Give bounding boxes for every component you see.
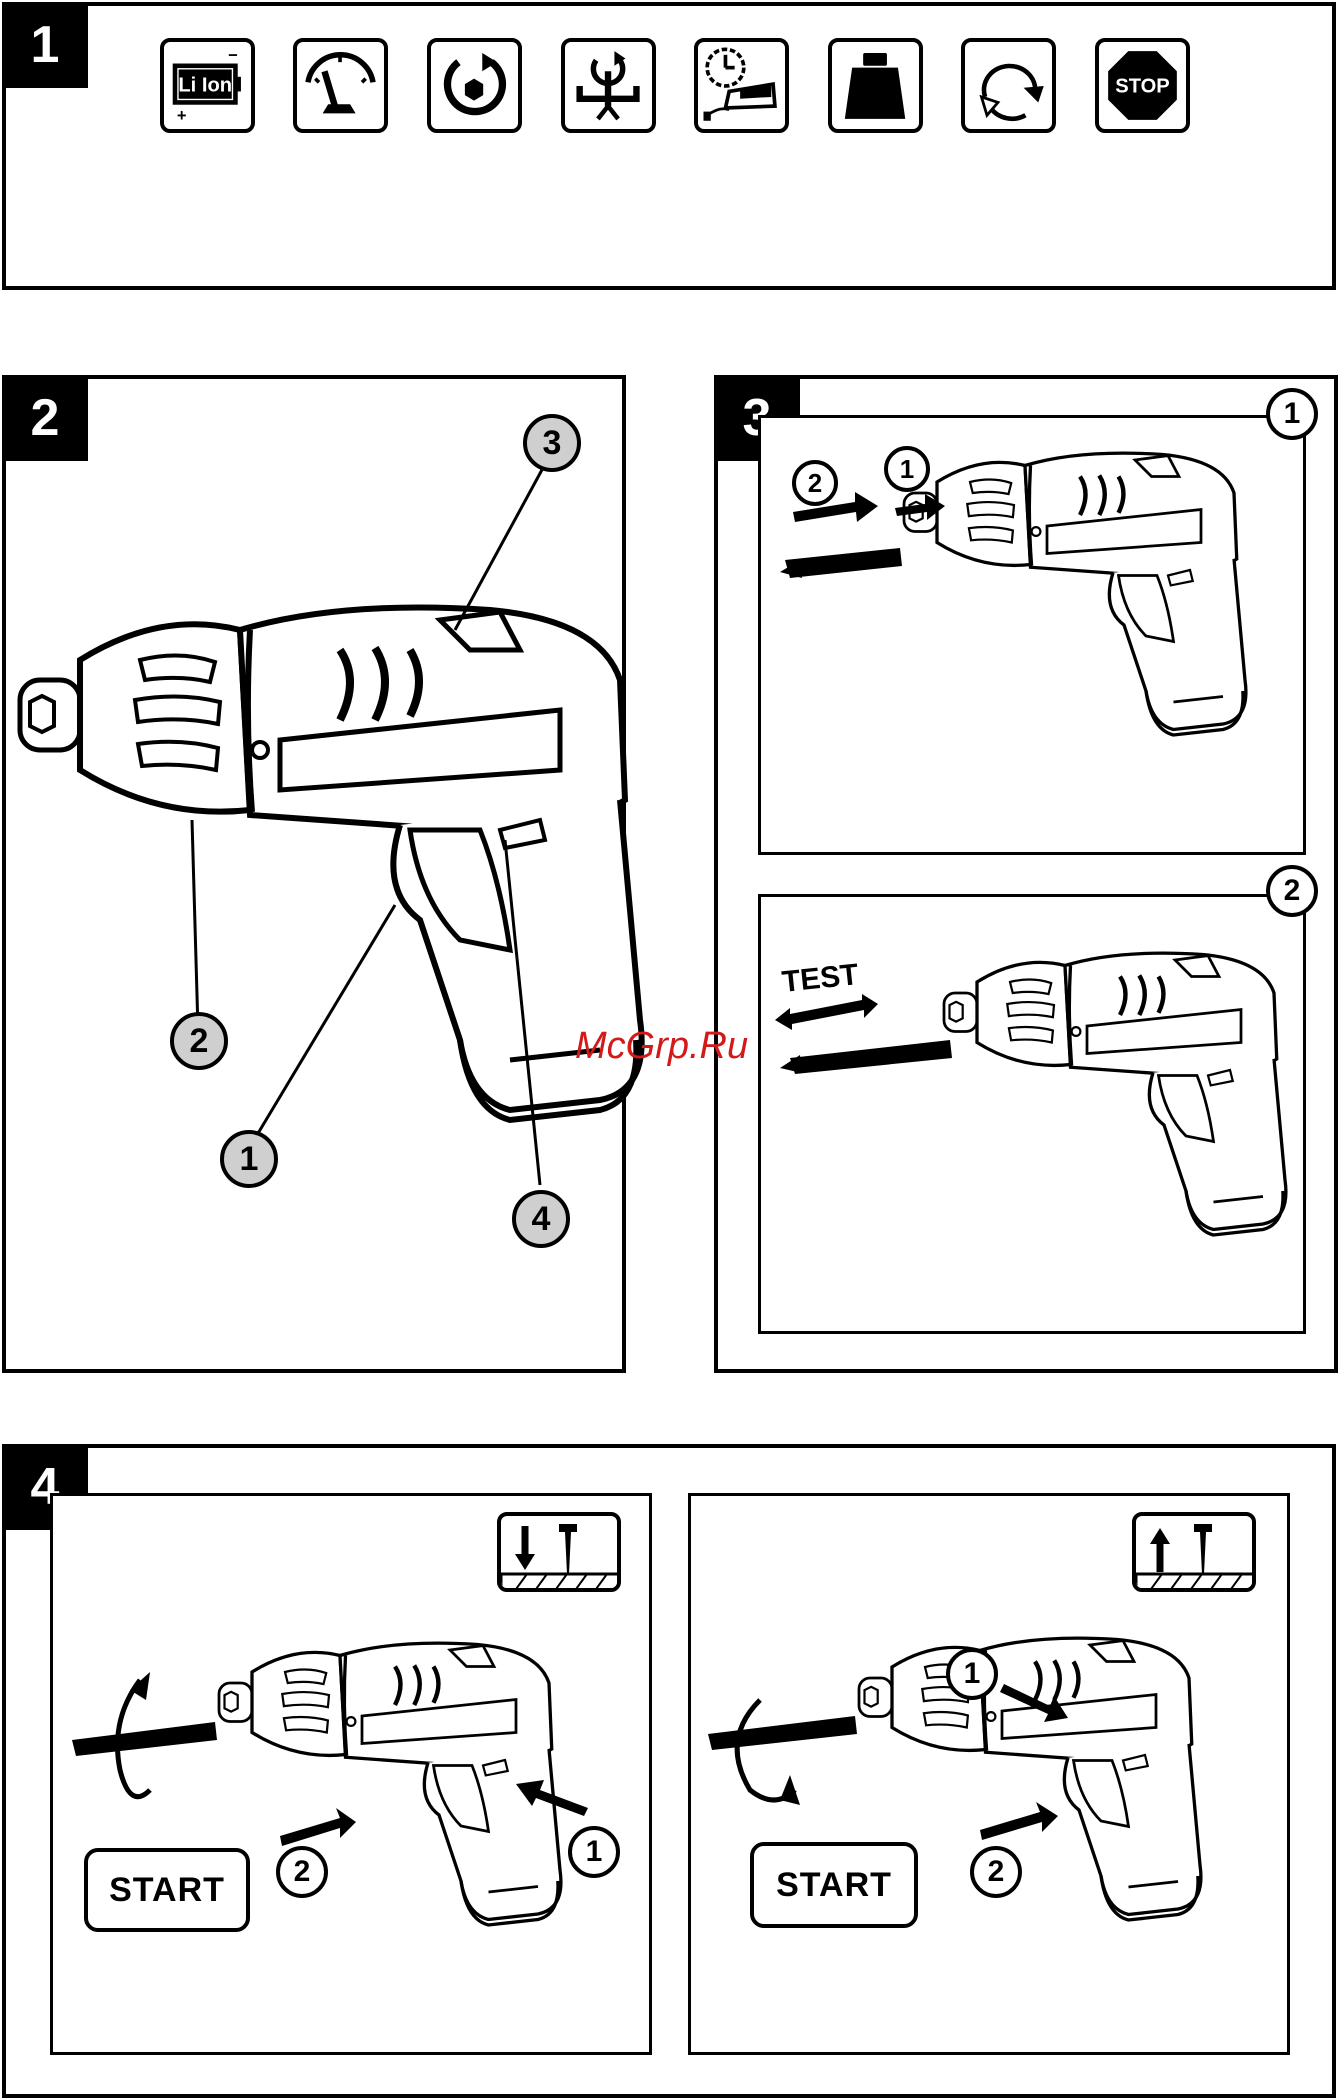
- screwdriver-bit-4: [708, 1716, 857, 1750]
- panel-3-sub-2-number: 2: [1266, 865, 1318, 917]
- screw-in-badge: [497, 1512, 621, 1592]
- panel-2-drill: [20, 608, 642, 1121]
- callout-3: 3: [523, 414, 581, 472]
- callout-4: 4: [512, 1190, 570, 1248]
- leader-line-2: [192, 820, 198, 1030]
- step-1-badge: 1: [884, 446, 930, 492]
- panel-3-sub-1-number: 1: [1266, 388, 1318, 440]
- leader-line-1: [248, 905, 395, 1150]
- test-double-arrow: [775, 994, 878, 1030]
- left-step-2: 2: [276, 1846, 328, 1898]
- arrow-press-right-2: [980, 1802, 1058, 1840]
- arrow-press-left-2: [280, 1808, 356, 1846]
- watermark: McGrp.Ru: [575, 1025, 748, 1068]
- screwdriver-bit-1: [785, 548, 902, 578]
- panel-4-left-drill: [219, 1643, 561, 1925]
- start-button-right[interactable]: START: [750, 1842, 918, 1928]
- panel-3-sub-1-drill: [904, 453, 1246, 735]
- callout-2: 2: [170, 1012, 228, 1070]
- left-step-1: 1: [568, 1826, 620, 1878]
- screwdriver-bit-3: [72, 1722, 217, 1756]
- right-step-2: 2: [970, 1846, 1022, 1898]
- start-button-left[interactable]: START: [84, 1848, 250, 1932]
- leader-line-3: [455, 455, 550, 630]
- right-step-1: 1: [946, 1648, 998, 1700]
- screwdriver-bit-2: [790, 1040, 952, 1074]
- panel-3-sub-2-drill: [944, 953, 1286, 1235]
- step-2-badge: 2: [792, 460, 838, 506]
- screw-out-badge: [1132, 1512, 1256, 1592]
- callout-1: 1: [220, 1130, 278, 1188]
